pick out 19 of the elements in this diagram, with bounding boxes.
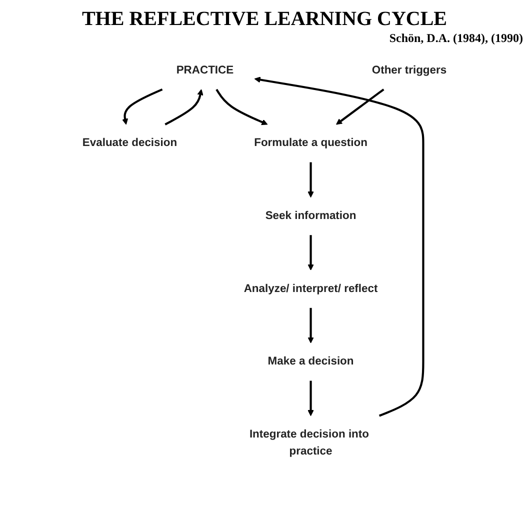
node-text: Evaluate decision: [82, 137, 178, 149]
node-text: Integrate decision into practice: [249, 428, 369, 458]
arrow: [122, 88, 163, 125]
diagram-title: THE REFLECTIVE LEARNING CYCLE: [80, 8, 448, 31]
arrow: [254, 76, 424, 417]
node-text: Seek information: [265, 210, 356, 222]
node-text: Analyze/ interpret/ reflect: [244, 282, 378, 295]
arrow: [216, 88, 268, 126]
arrow: [308, 162, 314, 198]
arrow: [308, 380, 314, 416]
arrow: [308, 235, 314, 270]
arrow: [336, 88, 384, 125]
node-text: PRACTICE: [176, 64, 234, 76]
node-text: Formulate a question: [254, 137, 368, 149]
arrow: [308, 308, 314, 344]
citation-note: Schön, D.A. (1984), (1990): [388, 31, 523, 46]
node-text: Other triggers: [372, 64, 447, 76]
node-text: Make a decision: [268, 356, 354, 368]
arrow: [164, 89, 204, 126]
